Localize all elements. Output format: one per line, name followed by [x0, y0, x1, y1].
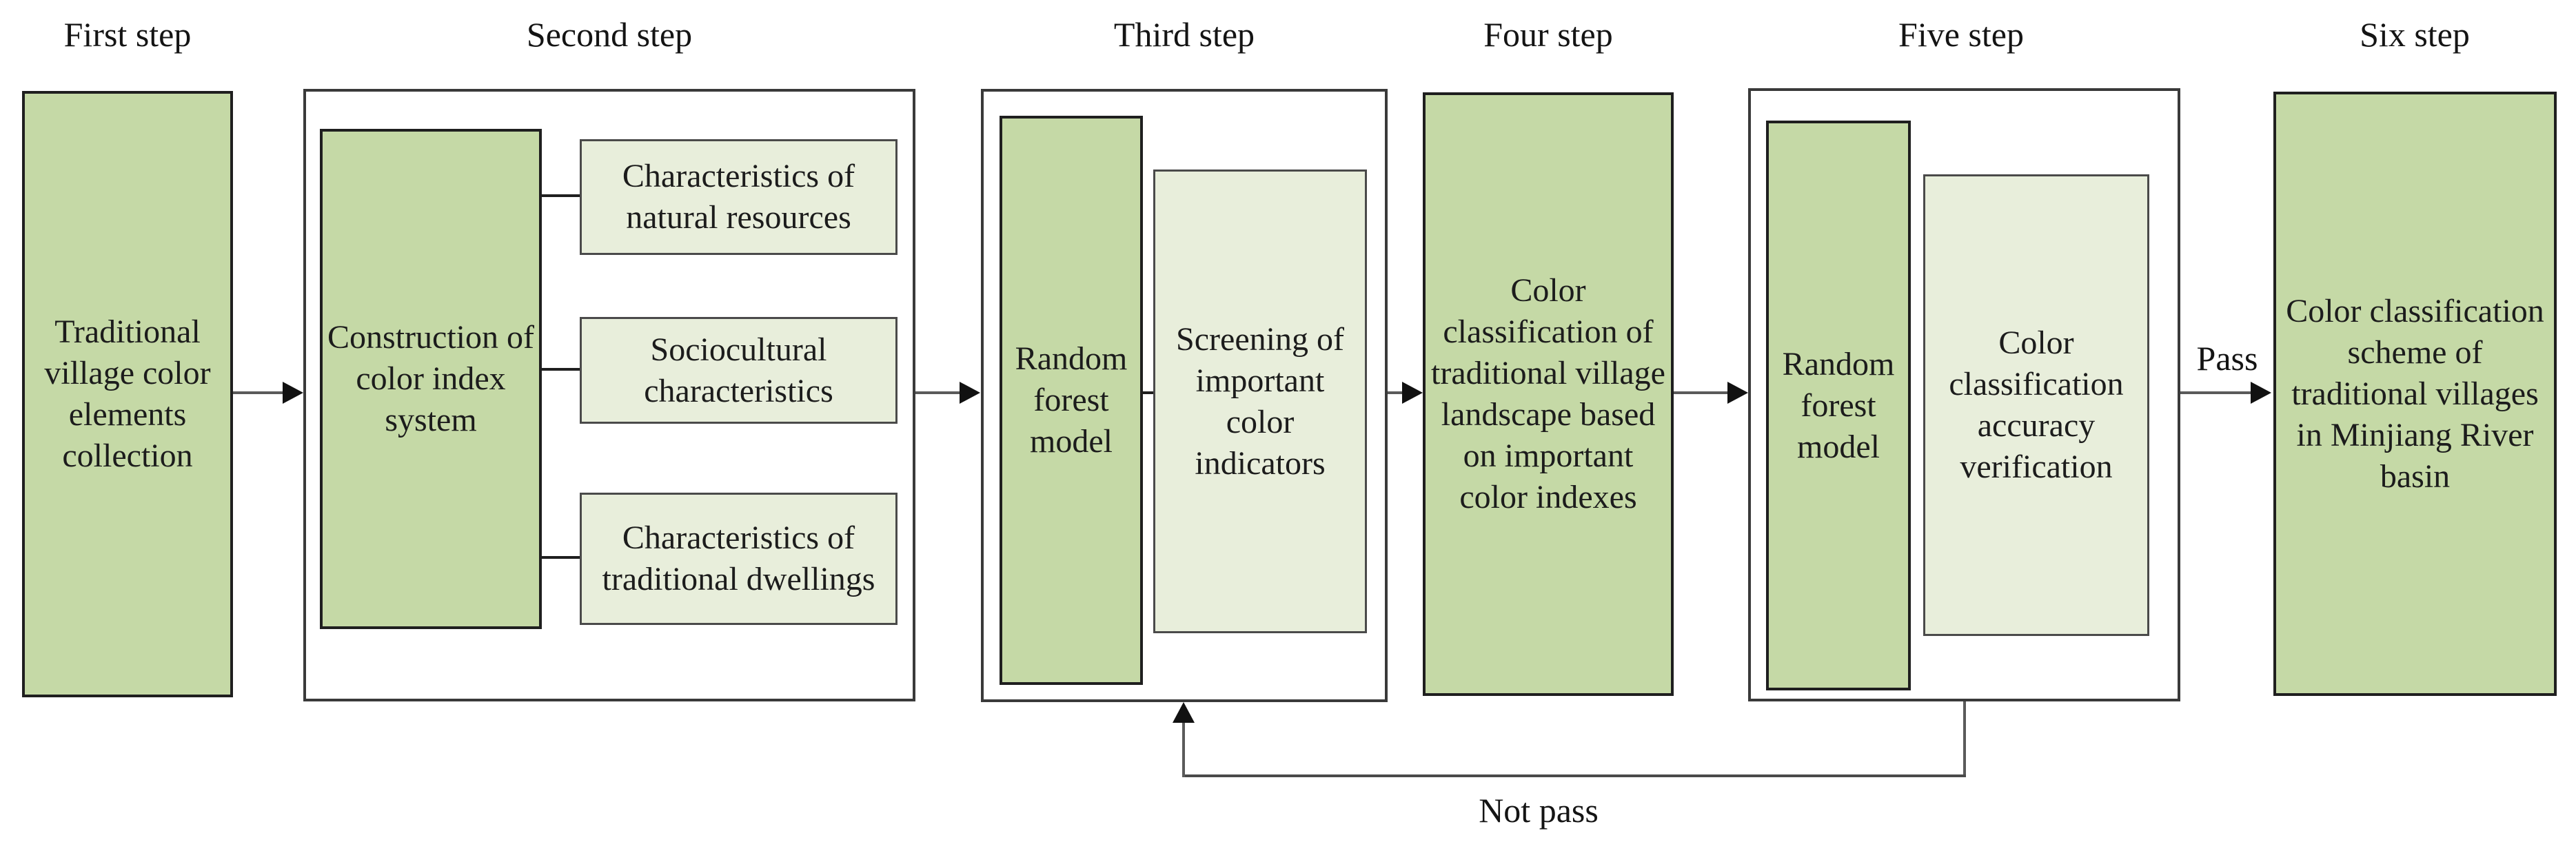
natural-resources-box: Characteristics of natural resources	[580, 139, 897, 255]
step1-title: First step	[63, 15, 192, 54]
step4-title: Four step	[1483, 15, 1613, 54]
construction-index-box: Construction of color index system	[320, 129, 542, 629]
accuracy-verification-box: Color classification accuracy verificati…	[1923, 174, 2149, 636]
flow-arrow-2-head-icon	[960, 382, 980, 404]
flow-arrow-4-line	[1674, 391, 1727, 394]
connector-sub3	[542, 556, 580, 559]
random-forest-model-box-2: Random forest model	[1766, 121, 1911, 690]
flow-arrow-4-head-icon	[1727, 382, 1748, 404]
feedback-line-up	[1182, 723, 1185, 777]
flow-arrow-3-line	[1388, 391, 1402, 394]
not-pass-label: Not pass	[1479, 791, 1599, 830]
color-classification-box: Color classification of traditional vill…	[1423, 92, 1674, 696]
step2-title: Second step	[526, 15, 693, 54]
classification-scheme-box: Color classification scheme of tradition…	[2273, 92, 2557, 696]
flow-arrow-1-line	[233, 391, 283, 394]
step1-collection-box: Traditional village color elements colle…	[22, 91, 233, 697]
feedback-line-horizontal	[1182, 774, 1966, 777]
flow-arrow-3-head-icon	[1402, 382, 1423, 404]
connector-sub1	[542, 194, 580, 197]
step5-title: Five step	[1898, 15, 2024, 54]
feedback-arrow-head-icon	[1173, 702, 1195, 723]
flow-arrow-2-line	[915, 391, 960, 394]
step6-title: Six step	[2360, 15, 2470, 54]
traditional-dwellings-box: Characteristics of traditional dwellings	[580, 493, 897, 625]
pass-arrow-line	[2180, 391, 2251, 394]
connector-sub2	[542, 368, 580, 371]
screening-indicators-box: Screening of important color indicators	[1153, 170, 1367, 633]
flow-arrow-1-head-icon	[283, 382, 303, 404]
random-forest-model-box-1: Random forest model	[1000, 116, 1143, 685]
sociocultural-box: Sociocultural characteristics	[580, 317, 897, 424]
pass-label: Pass	[2196, 339, 2258, 378]
connector-screening	[1143, 391, 1153, 394]
pass-arrow-head-icon	[2251, 382, 2271, 404]
step3-title: Third step	[1113, 15, 1255, 54]
feedback-line-down	[1963, 701, 1966, 777]
